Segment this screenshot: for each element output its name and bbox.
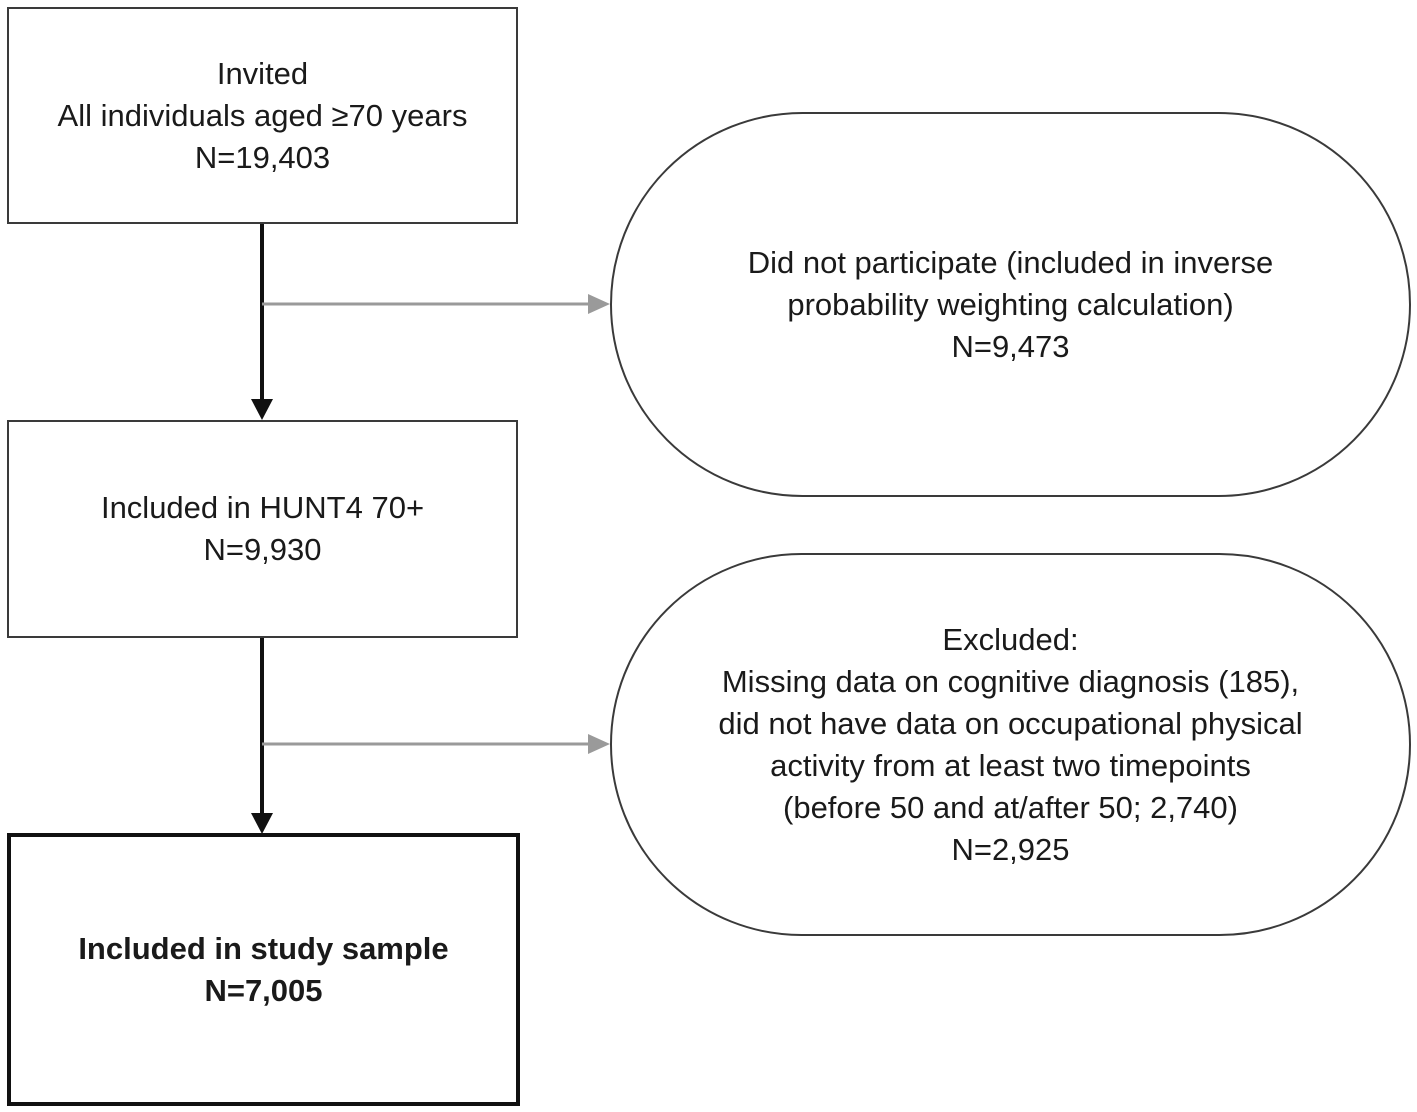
excluded-line-2: did not have data on occupational physic… xyxy=(718,705,1303,741)
study-sample-title: Included in study sample xyxy=(78,930,449,966)
arrowhead-invited-to-included xyxy=(251,399,273,420)
included-hunt4-title: Included in HUNT4 70+ xyxy=(100,490,425,525)
study-sample-box: Included in study sample N=7,005 xyxy=(7,833,520,1106)
arrowhead-included-to-study xyxy=(251,813,273,834)
invited-count: N=19,403 xyxy=(194,139,331,175)
did-not-participate-count: N=9,473 xyxy=(951,328,1070,364)
excluded-line-3: activity from at least two timepoints xyxy=(770,747,1251,783)
included-hunt4-count: N=9,930 xyxy=(203,532,322,567)
excluded-title: Excluded: xyxy=(942,621,1079,657)
excluded-count: N=2,925 xyxy=(951,831,1070,867)
did-not-participate-pill: Did not participate (included in inverse… xyxy=(610,112,1411,497)
invited-description: All individuals aged ≥70 years xyxy=(57,97,468,133)
included-hunt4-box: Included in HUNT4 70+ N=9,930 xyxy=(7,420,518,638)
did-not-participate-line-1: Did not participate (included in inverse xyxy=(747,244,1274,280)
did-not-participate-line-2: probability weighting calculation) xyxy=(787,286,1234,322)
excluded-line-1: Missing data on cognitive diagnosis (185… xyxy=(721,663,1300,699)
invited-box: Invited All individuals aged ≥70 years N… xyxy=(7,7,518,224)
excluded-pill: Excluded: Missing data on cognitive diag… xyxy=(610,553,1411,936)
excluded-line-4: (before 50 and at/after 50; 2,740) xyxy=(783,789,1238,825)
arrowhead-to-excluded xyxy=(588,734,610,754)
arrowhead-to-did-not-participate xyxy=(588,294,610,314)
invited-title: Invited xyxy=(216,55,309,91)
study-sample-count: N=7,005 xyxy=(204,972,323,1008)
